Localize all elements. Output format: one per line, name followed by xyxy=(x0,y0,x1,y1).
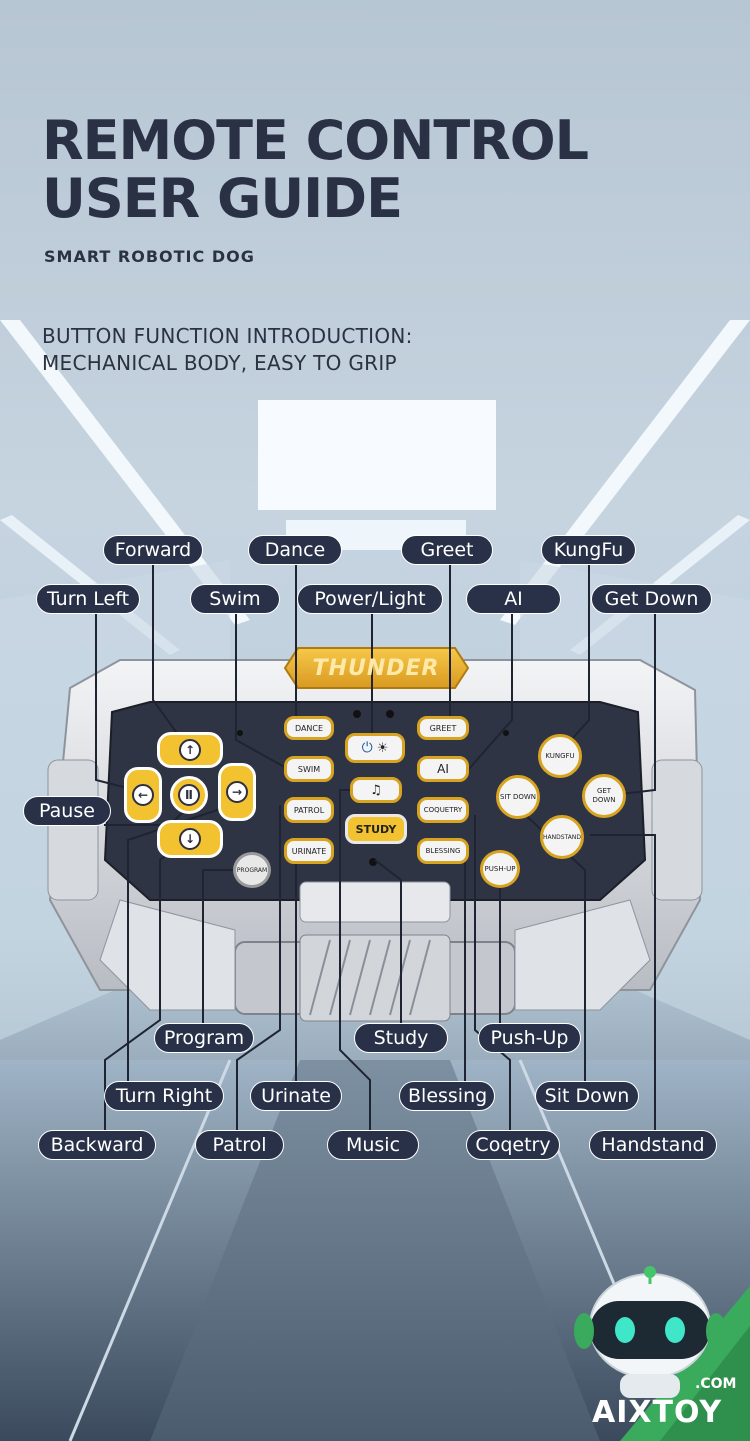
label-turn-left: Turn Left xyxy=(36,584,140,614)
label-blessing: Blessing xyxy=(399,1081,495,1111)
label-patrol: Patrol xyxy=(195,1130,284,1160)
greet-button[interactable]: GREET xyxy=(417,716,469,740)
power-light-button[interactable]: ⏻ ☀ xyxy=(345,733,405,763)
title-line-2: USER GUIDE xyxy=(42,167,403,230)
ai-button[interactable]: AI xyxy=(417,756,469,782)
label-greet: Greet xyxy=(401,535,493,565)
intro-line-1: BUTTON FUNCTION INTRODUCTION: xyxy=(42,324,413,348)
turn-left-button[interactable]: ← xyxy=(124,767,162,823)
label-turn-right: Turn Right xyxy=(104,1081,224,1111)
label-handstand: Handstand xyxy=(589,1130,717,1160)
music-note-icon: ♫ xyxy=(370,782,382,798)
swim-button[interactable]: SWIM xyxy=(284,756,334,782)
coqetry-button[interactable]: COQUETRY xyxy=(417,797,469,823)
label-music: Music xyxy=(327,1130,419,1160)
urinate-button[interactable]: URINATE xyxy=(284,838,334,864)
sit-down-button[interactable]: SIT DOWN xyxy=(496,775,540,819)
study-button[interactable]: STUDY xyxy=(345,814,407,844)
program-button[interactable]: PROGRAM xyxy=(233,852,271,888)
label-get-down: Get Down xyxy=(591,584,712,614)
label-forward: Forward xyxy=(103,535,203,565)
label-ai: AI xyxy=(466,584,561,614)
pause-icon: Ⅱ xyxy=(178,784,200,806)
arrow-down-icon: ↓ xyxy=(179,828,201,850)
label-sit-down: Sit Down xyxy=(535,1081,639,1111)
dance-button[interactable]: DANCE xyxy=(284,716,334,740)
title-line-1: REMOTE CONTROL xyxy=(42,109,589,172)
arrow-up-icon: ↑ xyxy=(179,739,201,761)
label-pause: Pause xyxy=(23,796,111,826)
label-program: Program xyxy=(154,1023,254,1053)
label-swim: Swim xyxy=(190,584,280,614)
arrow-left-icon: ← xyxy=(132,784,154,806)
label-power-light: Power/Light xyxy=(297,584,443,614)
forward-button[interactable]: ↑ xyxy=(157,732,223,768)
brand-name: AIXTOY xyxy=(592,1395,723,1430)
aixtoy-robot-logo xyxy=(574,1266,750,1441)
get-down-button[interactable]: GET DOWN xyxy=(582,774,626,818)
page-title: REMOTE CONTROL USER GUIDE xyxy=(42,109,589,230)
label-study: Study xyxy=(354,1023,448,1053)
pause-button[interactable]: Ⅱ xyxy=(170,776,208,814)
power-icon: ⏻ xyxy=(361,739,373,756)
blessing-button[interactable]: BLESSING xyxy=(417,838,469,864)
patrol-button[interactable]: PATROL xyxy=(284,797,334,823)
thunder-logo: THUNDER xyxy=(312,656,440,681)
arrow-right-icon: → xyxy=(226,781,248,803)
handstand-button[interactable]: HANDSTAND xyxy=(540,815,584,859)
label-urinate: Urinate xyxy=(250,1081,342,1111)
turn-right-button[interactable]: → xyxy=(218,763,256,821)
light-icon: ☀ xyxy=(376,740,389,756)
subtitle: SMART ROBOTIC DOG xyxy=(44,247,255,266)
label-push-up: Push-Up xyxy=(478,1023,581,1053)
kungfu-button[interactable]: KUNGFU xyxy=(538,734,582,778)
label-coqetry: Coqetry xyxy=(466,1130,560,1160)
backward-button[interactable]: ↓ xyxy=(157,820,223,858)
label-backward: Backward xyxy=(38,1130,156,1160)
label-dance: Dance xyxy=(248,535,342,565)
intro-text: BUTTON FUNCTION INTRODUCTION: MECHANICAL… xyxy=(42,323,413,377)
label-kungfu: KungFu xyxy=(541,535,636,565)
brand-domain: .COM xyxy=(695,1376,737,1392)
intro-line-2: MECHANICAL BODY, EASY TO GRIP xyxy=(42,351,397,375)
music-button[interactable]: ♫ xyxy=(350,777,402,803)
push-up-button[interactable]: PUSH-UP xyxy=(480,850,520,888)
